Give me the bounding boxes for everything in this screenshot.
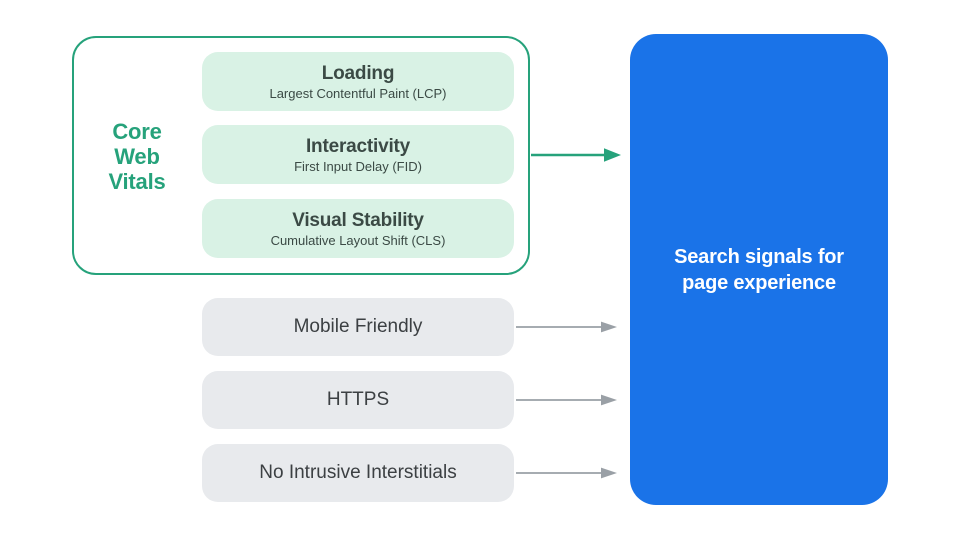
vital-card-subtitle: Largest Contentful Paint (LCP) (269, 85, 447, 101)
vital-card-subtitle: First Input Delay (FID) (294, 158, 422, 174)
search-signals-panel: Search signals for page experience (630, 34, 888, 505)
search-signals-label: Search signals for page experience (674, 245, 844, 294)
vital-card-visual-stability: Visual Stability Cumulative Layout Shift… (202, 199, 514, 258)
arrow-mobile-friendly (516, 321, 617, 333)
signal-card-https: HTTPS (202, 371, 514, 429)
signal-card-label: Mobile Friendly (293, 316, 423, 337)
arrow-https (516, 394, 617, 406)
vital-card-loading: Loading Largest Contentful Paint (LCP) (202, 52, 514, 111)
signal-card-no-intrusive-interstitials: No Intrusive Interstitials (202, 444, 514, 502)
signal-card-label: No Intrusive Interstitials (259, 462, 457, 483)
core-web-vitals-label: Core Web Vitals (108, 119, 166, 194)
vital-card-interactivity: Interactivity First Input Delay (FID) (202, 125, 514, 184)
vital-card-subtitle: Cumulative Layout Shift (CLS) (270, 232, 446, 248)
arrow-no-intrusive-interstitials (516, 467, 617, 479)
vital-card-title: Visual Stability (292, 209, 424, 231)
vital-card-title: Loading (321, 62, 395, 84)
vital-card-title: Interactivity (305, 135, 411, 157)
arrow-core-web-vitals (531, 148, 621, 162)
signal-card-label: HTTPS (326, 389, 390, 410)
signal-card-mobile-friendly: Mobile Friendly (202, 298, 514, 356)
